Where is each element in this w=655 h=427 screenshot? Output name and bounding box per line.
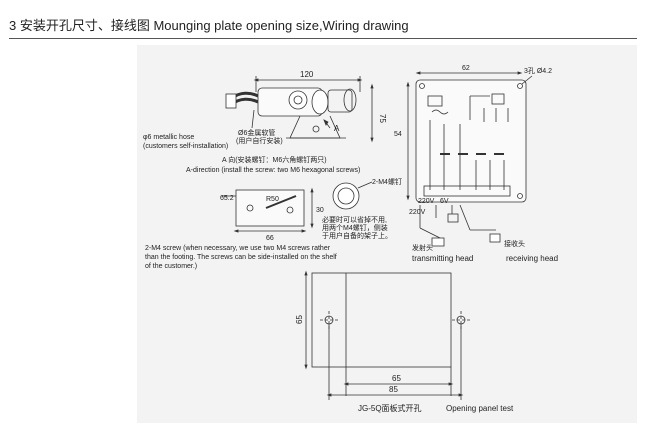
m4-en-note-2: than the footing. The screws can be side… <box>145 254 337 261</box>
section-heading: 3 安装开孔尺寸、接线图 Mounging plate opening size… <box>9 18 409 33</box>
dim-30: 30 <box>316 207 324 214</box>
v220b-label: 220V <box>409 209 426 216</box>
m4-cn-note-3: 于用户自备的架子上。 <box>322 231 392 240</box>
drawing-panel <box>137 45 637 423</box>
opening-caption-cn: JG-5Q面板式开孔 <box>358 403 422 413</box>
dim-85: 85 <box>389 385 398 394</box>
m4-cn-note-2: 用两个M4螺钉，侧装 <box>322 223 388 232</box>
m4-screw-label: 2-M4螺钉 <box>372 177 402 186</box>
m4-en-note-3: of the customer.) <box>145 263 197 270</box>
transmitting-head-label: transmitting head <box>412 254 473 263</box>
dim-65-2: 65.2 <box>220 195 234 202</box>
dim-65-horizontal: 65 <box>392 374 401 383</box>
opening-caption-en: Opening panel test <box>446 404 514 413</box>
side-view-drawing <box>222 181 373 233</box>
hose-en-label: φ6 metallic hose <box>143 134 194 141</box>
wiring-diagram <box>406 71 533 247</box>
dim-r50: R50 <box>266 196 279 203</box>
dim-65-vertical: 65 <box>295 315 304 324</box>
transmitter-cn: 发射头 <box>412 243 433 252</box>
hole-label: 3孔 Ø4.2 <box>524 67 552 75</box>
hose-en-note: (customers self-installation) <box>143 143 228 150</box>
hose-cn-label: Ø6金属软管 <box>238 128 275 137</box>
a-direction-cn: A 向(安装螺钉：M6六角螺钉两只) <box>222 155 327 164</box>
receiving-head-label: receiving head <box>506 254 558 263</box>
v6-label: 6V <box>440 198 449 205</box>
dim-120: 120 <box>300 70 314 79</box>
a-direction-en: A-direction (install the screw: two M6 h… <box>186 167 360 174</box>
dim-66: 66 <box>266 235 274 242</box>
heading-underline <box>9 38 637 39</box>
dim-75: 75 <box>378 114 387 123</box>
top-view-drawing <box>225 76 374 143</box>
opening-panel-drawing <box>304 270 470 400</box>
m4-en-note-1: 2-M4 screw (when necessary, we use two M… <box>145 245 331 252</box>
dim-54: 54 <box>394 131 402 138</box>
hose-cn-note: (用户自行安装) <box>236 136 283 145</box>
dim-62: 62 <box>462 65 470 72</box>
m4-cn-note-1: 必要时可以省掉不用, <box>322 215 387 224</box>
a-marker: A <box>334 124 340 133</box>
v220-label: 220V <box>418 198 435 205</box>
receiver-cn: 接收头 <box>504 239 525 248</box>
